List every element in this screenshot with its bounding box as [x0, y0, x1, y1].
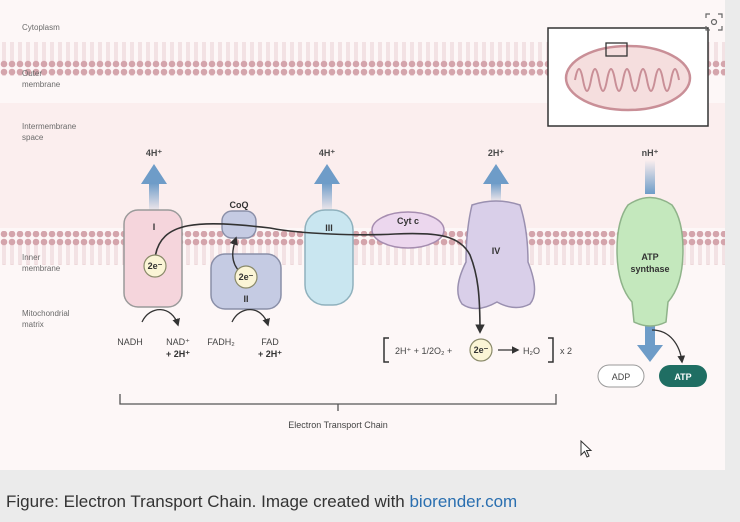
fadh2-label: FADH₂ [207, 337, 235, 347]
nad-label-1: NAD⁺ [166, 337, 190, 347]
caption-text: Figure: Electron Transport Chain. Image … [6, 492, 410, 511]
label-outer-membrane-1: Outer [22, 69, 42, 78]
electron-2-label: 2e⁻ [239, 272, 254, 282]
coq-label: CoQ [230, 200, 249, 210]
label-cytoplasm: Cytoplasm [22, 23, 60, 32]
cytochrome-c-label: Cyt c [397, 216, 419, 226]
label-inner-membrane-1: Inner [22, 253, 41, 262]
label-matrix-1: Mitochondrial [22, 309, 70, 318]
atp-badge [659, 365, 707, 387]
reaction-multiplier: x 2 [560, 346, 572, 356]
label-intermembrane-1: Intermembrane [22, 122, 77, 131]
etc-bracket [119, 394, 557, 411]
label-outer-membrane-2: membrane [22, 80, 61, 89]
nadh-label: NADH [117, 337, 143, 347]
mouse-pointer-icon [580, 440, 593, 458]
etc-bracket-label: Electron Transport Chain [288, 420, 388, 430]
fadh2-arrow [231, 308, 270, 327]
nadh-arrow [141, 308, 180, 327]
electron-1-label: 2e⁻ [148, 261, 163, 271]
inner-membrane [0, 231, 725, 265]
electron-3-label: 2e⁻ [474, 345, 489, 355]
proton-label-atp: nH⁺ [642, 148, 659, 158]
water-reaction: 2H⁺ + 1/2O₂ + 2e⁻ H₂O x 2 [383, 337, 572, 363]
figure-panel: Cytoplasm Outer membrane Intermembrane s… [0, 0, 725, 470]
proton-arrow-4 [483, 164, 509, 203]
label-intermembrane-2: space [22, 133, 44, 142]
label-inner-membrane-2: membrane [22, 264, 61, 273]
proton-label-3: 4H⁺ [319, 148, 336, 158]
reaction-left: 2H⁺ + 1/2O₂ + [395, 346, 452, 356]
reaction-product: H₂O [523, 346, 540, 356]
fad-label-2: + 2H⁺ [258, 349, 282, 359]
atp-synthase [616, 196, 684, 327]
proton-arrow-1 [141, 164, 167, 213]
complex-2-label: II [243, 294, 248, 304]
atp-synthase-label-2: synthase [630, 264, 669, 274]
focus-frame-icon[interactable] [705, 13, 723, 31]
proton-label-1: 4H⁺ [146, 148, 163, 158]
cytochrome-c [371, 211, 445, 249]
nad-label-2: + 2H⁺ [166, 349, 190, 359]
electron-2 [234, 265, 258, 289]
label-matrix-2: matrix [22, 320, 44, 329]
electron-1 [143, 254, 167, 278]
atp-synthase-label-1: ATP [641, 252, 658, 262]
figure-caption: Figure: Electron Transport Chain. Image … [6, 492, 517, 512]
electron-path [154, 222, 485, 334]
atp-label: ATP [674, 372, 691, 382]
etc-diagram: Cytoplasm Outer membrane Intermembrane s… [0, 13, 725, 430]
atp-arrow [651, 329, 686, 364]
fad-label-1: FAD [261, 337, 279, 347]
proton-label-4: 2H⁺ [488, 148, 505, 158]
biorender-link[interactable]: biorender.com [409, 492, 518, 511]
adp-badge [597, 364, 645, 388]
mitochondrion-inset [547, 27, 709, 127]
complex-1-label: I [153, 222, 156, 232]
proton-arrow-3 [314, 164, 340, 213]
complex-4-label: IV [492, 246, 501, 256]
complex-3-label: III [325, 223, 333, 233]
adp-label: ADP [612, 372, 631, 382]
proton-arrow-atp [637, 160, 663, 362]
